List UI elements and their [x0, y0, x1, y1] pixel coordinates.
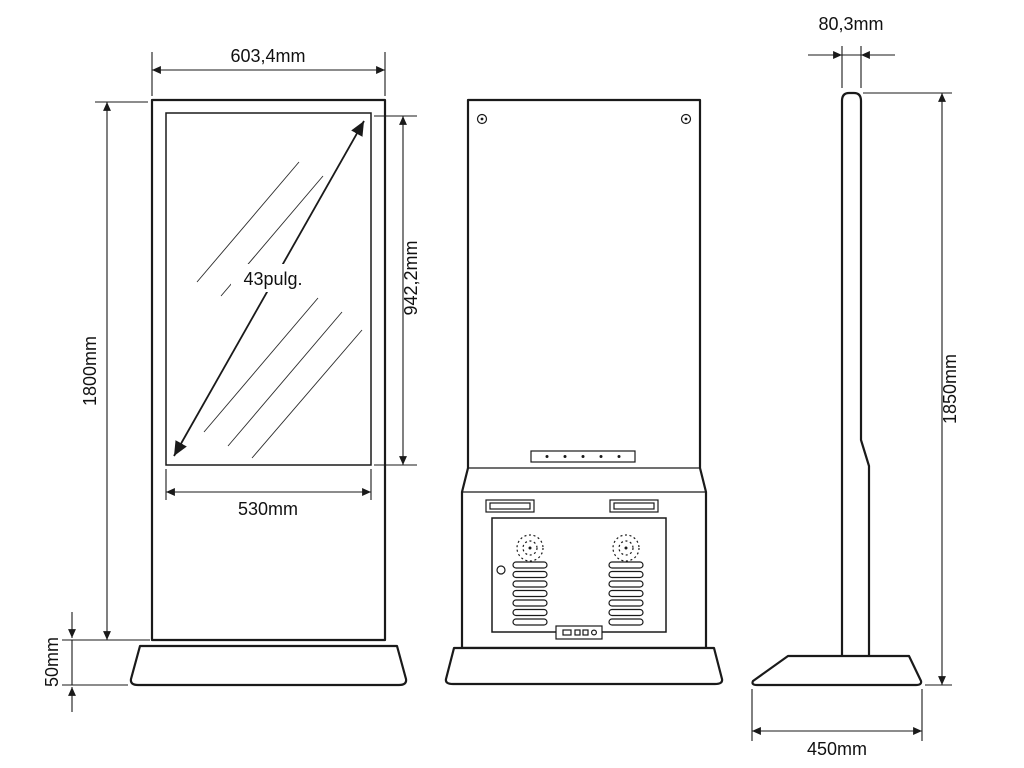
screw-top-left — [476, 113, 488, 125]
screen-width-label: 530mm — [238, 499, 298, 519]
dim-side-thickness: 80,3mm — [808, 14, 895, 88]
speaker-right — [612, 534, 640, 562]
dim-front-width: 603,4mm — [151, 46, 386, 96]
lock-keyhole — [496, 565, 506, 575]
kiosk-side-outline — [840, 91, 871, 660]
dim-base-height: 50mm — [42, 612, 128, 712]
base-height-label: 50mm — [42, 637, 62, 687]
front-height-label: 1800mm — [80, 336, 100, 406]
screen-diagonal-label: 43pulg. — [243, 269, 302, 289]
vent-slots-left — [512, 561, 548, 626]
dim-screen-width: 530mm — [165, 469, 372, 519]
screen — [165, 112, 372, 466]
handle-slot-right — [609, 499, 659, 513]
front-view: 43pulg. 603,4mm 1800mm 50mm — [42, 46, 421, 712]
dim-screen-height: 942,2mm — [374, 115, 421, 466]
dim-front-height: 1800mm — [62, 101, 150, 641]
kiosk-front-outline — [150, 98, 387, 642]
speaker-left — [516, 534, 544, 562]
dim-total-height: 1850mm — [863, 92, 960, 686]
handle-slot-left — [485, 499, 535, 513]
side-view: 80,3mm 1850mm 450mm — [751, 14, 960, 759]
dim-base-depth: 450mm — [751, 689, 923, 759]
base-depth-label: 450mm — [807, 739, 867, 759]
screw-top-right — [680, 113, 692, 125]
rear-base — [444, 646, 724, 686]
vent-slots-right — [608, 561, 644, 626]
kiosk-rear-outline — [460, 98, 708, 650]
diagonal-label-mask — [231, 264, 317, 292]
control-strip — [555, 625, 603, 640]
mounting-bracket — [530, 450, 636, 463]
screen-height-label: 942,2mm — [401, 240, 421, 315]
front-width-label: 603,4mm — [230, 46, 305, 66]
dim-screen-diagonal: 43pulg. — [173, 120, 365, 457]
total-height-label: 1850mm — [940, 354, 960, 424]
rear-view — [444, 98, 724, 686]
side-thickness-label: 80,3mm — [818, 14, 883, 34]
front-base — [129, 644, 408, 687]
side-base — [751, 654, 923, 687]
